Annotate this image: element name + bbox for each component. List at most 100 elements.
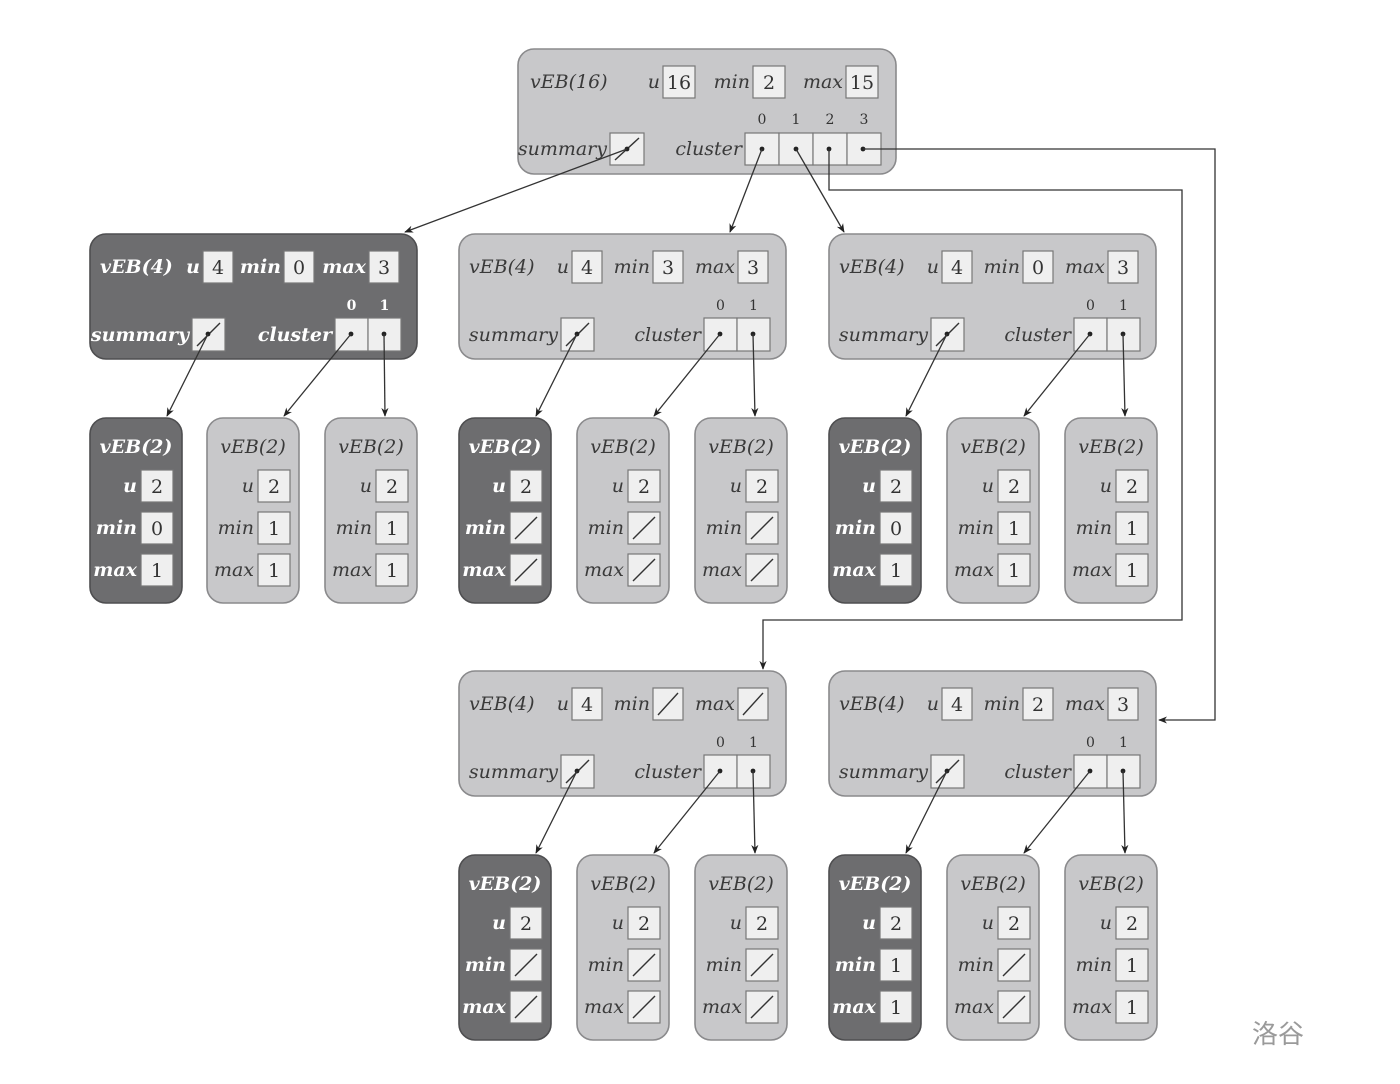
node-veb2-14-title: vEB(2) bbox=[1078, 873, 1143, 895]
node-veb2-9-max-label: max bbox=[462, 996, 506, 1018]
node-veb4-1-max-label: max bbox=[695, 256, 735, 278]
node-veb2-2-max-box bbox=[375, 553, 409, 587]
node-veb2-0-max-value: 1 bbox=[151, 560, 163, 582]
node-veb2-12-u-box bbox=[879, 906, 913, 940]
pointer-veb4-3-cluster-0 bbox=[653, 770, 721, 854]
node-veb2-7-max-label: max bbox=[954, 559, 994, 581]
pointer-veb4-1-summary bbox=[535, 333, 578, 417]
node-veb2-8-u-label: u bbox=[1100, 475, 1112, 497]
node-veb2-5-max-label: max bbox=[702, 559, 742, 581]
node-veb2-0-min-box bbox=[140, 511, 174, 545]
slash-nil-icon bbox=[632, 995, 656, 1019]
node-veb16-u-value: 16 bbox=[667, 72, 691, 94]
node-veb2-1-u-value: 2 bbox=[268, 476, 280, 498]
node-veb2-12-max-value: 1 bbox=[890, 997, 902, 1019]
node-veb16-cluster-label: cluster bbox=[675, 138, 744, 160]
node-veb2-3-u-value: 2 bbox=[520, 476, 532, 498]
node-veb16-min-label: min bbox=[714, 71, 750, 93]
node-veb4-2-min-value: 0 bbox=[1032, 257, 1044, 279]
node-veb2-14-min-box bbox=[1115, 948, 1149, 982]
node-veb4-2-u-box bbox=[941, 250, 973, 284]
node-veb4-2-u-label: u bbox=[927, 256, 939, 278]
node-veb4-0-u-box bbox=[202, 250, 234, 284]
pointer-root-cluster-2 bbox=[759, 149, 1183, 670]
node-veb4-1-min-box bbox=[652, 250, 684, 284]
slash-nil-icon bbox=[632, 953, 656, 977]
node-veb2-7-u-box bbox=[997, 469, 1031, 503]
pointer-veb4-1-cluster-0 bbox=[653, 333, 721, 417]
node-veb4-1-cluster-label: cluster bbox=[634, 324, 703, 346]
node-veb4-2-min-box bbox=[1022, 250, 1054, 284]
pointer-root-cluster-1 bbox=[795, 148, 845, 233]
pointer-veb4-4-cluster-1 bbox=[1121, 770, 1129, 854]
node-veb2-8-u-box bbox=[1115, 469, 1149, 503]
node-veb4-3-cluster-label: cluster bbox=[634, 761, 703, 783]
slash-nil-icon bbox=[1002, 953, 1026, 977]
node-veb2-0-u-box bbox=[140, 469, 174, 503]
node-veb2-13-u-label: u bbox=[982, 912, 994, 934]
node-veb4-0-min-box bbox=[283, 250, 315, 284]
node-veb2-12-min-value: 1 bbox=[890, 955, 902, 977]
node-veb2-7-max-value: 1 bbox=[1008, 560, 1020, 582]
node-veb2-7-u-label: u bbox=[982, 475, 994, 497]
node-veb4-4-u-box bbox=[941, 687, 973, 721]
node-veb4-3-summary-label: summary bbox=[469, 761, 558, 783]
node-veb2-11-min-label: min bbox=[706, 954, 742, 976]
node-veb2-9-u-box bbox=[509, 906, 543, 940]
node-veb4-4-u-value: 4 bbox=[951, 694, 963, 716]
node-veb4-4-title: vEB(4) bbox=[839, 693, 904, 715]
slash-nil-icon bbox=[750, 953, 774, 977]
node-veb2-7-min-label: min bbox=[958, 517, 994, 539]
node-veb4-4-u-label: u bbox=[927, 693, 939, 715]
node-veb2-11-u-box bbox=[745, 906, 779, 940]
node-veb2-10-u-value: 2 bbox=[638, 913, 650, 935]
node-veb4-1-min-value: 3 bbox=[662, 257, 674, 279]
node-veb2-12-u-value: 2 bbox=[890, 913, 902, 935]
node-veb2-13-u-value: 2 bbox=[1008, 913, 1020, 935]
node-veb2-0-u-value: 2 bbox=[151, 476, 163, 498]
slash-nil-icon bbox=[514, 558, 538, 582]
node-veb2-2-min-label: min bbox=[336, 517, 372, 539]
node-veb2-14-max-box bbox=[1115, 990, 1149, 1024]
node-veb2-14-max-value: 1 bbox=[1126, 997, 1138, 1019]
node-veb4-0-max-box bbox=[368, 250, 400, 284]
node-veb2-5-u-value: 2 bbox=[756, 476, 768, 498]
node-veb2-5-min-label: min bbox=[706, 517, 742, 539]
node-veb2-12-max-label: max bbox=[832, 996, 876, 1018]
node-veb2-13-min-label: min bbox=[958, 954, 994, 976]
node-veb4-0-cluster-index: 0 bbox=[347, 298, 357, 314]
node-veb2-3-u-box bbox=[509, 469, 543, 503]
slash-nil-icon bbox=[750, 995, 774, 1019]
node-veb2-8-u-value: 2 bbox=[1126, 476, 1138, 498]
node-veb2-0-title: vEB(2) bbox=[100, 436, 173, 458]
node-veb2-10-min-label: min bbox=[588, 954, 624, 976]
node-veb2-12-u-label: u bbox=[862, 912, 876, 934]
node-veb16-min-value: 2 bbox=[763, 72, 775, 94]
node-veb2-1-min-box bbox=[257, 511, 291, 545]
node-veb2-0-u-label: u bbox=[123, 475, 137, 497]
node-veb2-2-u-value: 2 bbox=[386, 476, 398, 498]
node-veb2-8-min-box bbox=[1115, 511, 1149, 545]
node-veb4-3-min-label: min bbox=[614, 693, 650, 715]
node-veb4-1-cluster-index: 0 bbox=[716, 298, 725, 314]
node-veb2-8-max-label: max bbox=[1072, 559, 1112, 581]
node-veb4-4-cluster-index: 1 bbox=[1119, 735, 1128, 751]
node-veb2-14-min-value: 1 bbox=[1126, 955, 1138, 977]
node-veb2-6-min-label: min bbox=[835, 517, 876, 539]
slash-nil-icon bbox=[742, 692, 764, 716]
node-veb16-summary-label: summary bbox=[518, 138, 607, 160]
node-veb2-11-title: vEB(2) bbox=[708, 873, 773, 895]
pointer-veb4-4-cluster-0 bbox=[1023, 770, 1091, 854]
node-veb2-14-u-label: u bbox=[1100, 912, 1112, 934]
node-veb2-4-max-label: max bbox=[584, 559, 624, 581]
node-veb2-11-u-label: u bbox=[730, 912, 742, 934]
